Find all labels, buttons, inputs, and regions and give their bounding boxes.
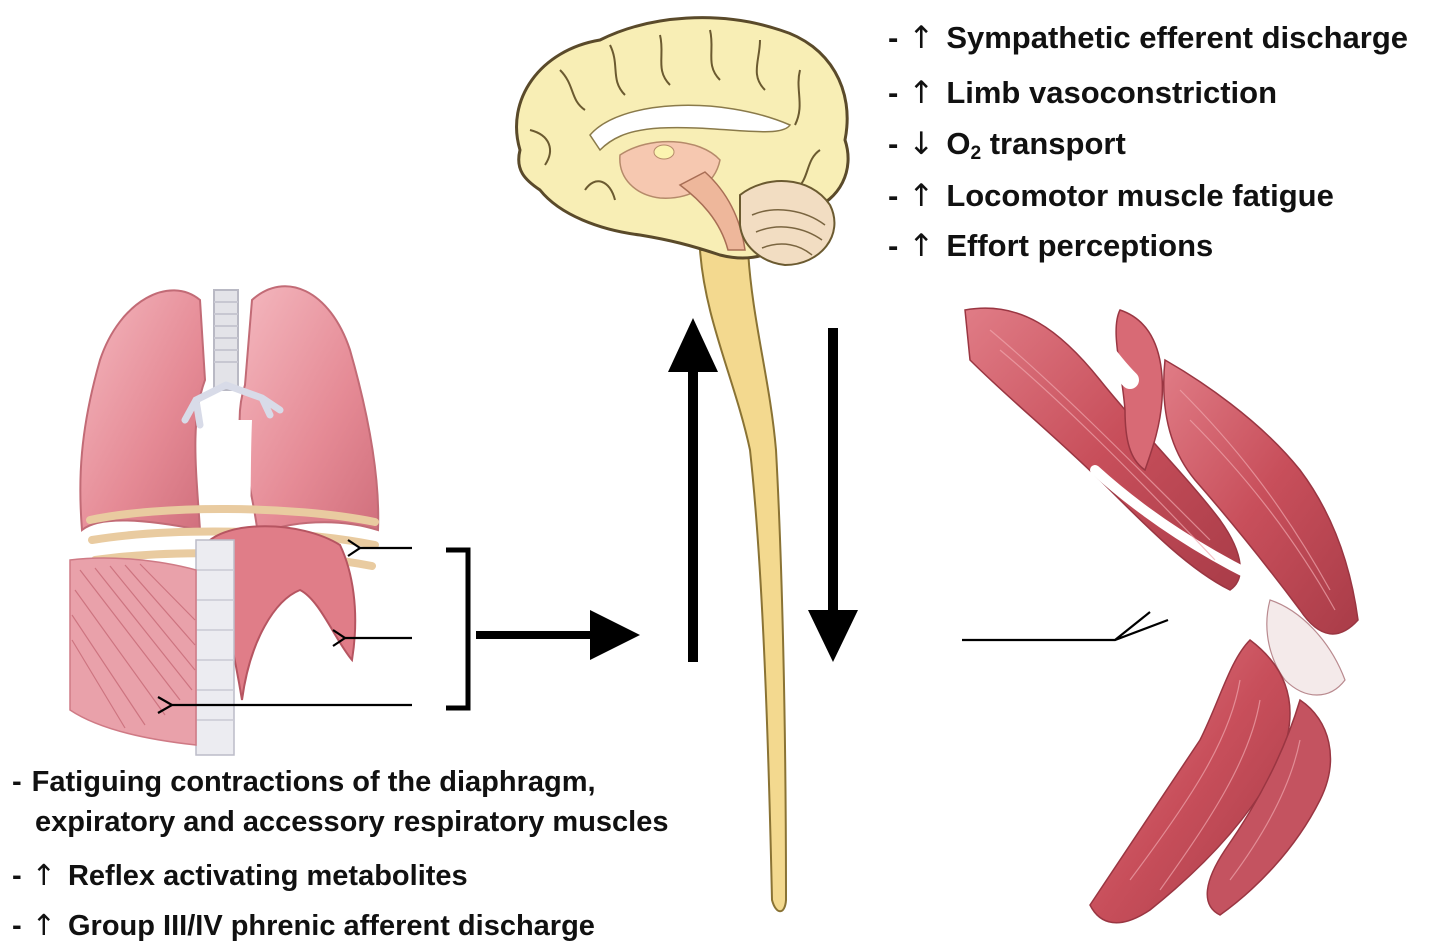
cause-reflex-metabolites: -↑ Reflex activating metabolites	[12, 858, 468, 893]
cause-text-line1: Fatiguing contractions of the diaphragm,	[32, 766, 596, 798]
bullet-dash: -	[12, 860, 22, 892]
up-arrow-icon: ↑	[908, 178, 934, 214]
effect-text: Limb vasoconstriction	[946, 75, 1277, 110]
spinal-cord	[700, 250, 786, 911]
effect-sympathetic-discharge: -↑ Sympathetic efferent discharge	[888, 20, 1408, 56]
bullet-dash: -	[888, 126, 898, 161]
effect-o2-transport: -↓ O2 transport	[888, 126, 1126, 165]
bullet-dash: -	[888, 228, 898, 263]
cause-phrenic-afferent: -↑ Group III/IV phrenic afferent discharg…	[12, 908, 595, 943]
down-arrow-icon: ↓	[908, 126, 934, 162]
up-arrow-icon: ↑	[32, 858, 56, 892]
bullet-dash: -	[888, 75, 898, 110]
cause-fatiguing-contractions-line2: expiratory and accessory respiratory mus…	[35, 806, 669, 839]
effect-text: Effort perceptions	[946, 228, 1213, 263]
effect-text-subscript: 2	[970, 143, 981, 164]
cause-fatiguing-contractions: -Fatiguing contractions of the diaphragm…	[12, 766, 596, 799]
up-arrow-icon: ↑	[908, 75, 934, 111]
effect-effort-perceptions: -↑ Effort perceptions	[888, 228, 1213, 264]
effect-text-post: transport	[981, 126, 1126, 161]
effect-text: Sympathetic efferent discharge	[946, 20, 1408, 55]
up-arrow-icon: ↑	[32, 908, 56, 942]
right-lung	[240, 286, 379, 535]
bullet-dash: -	[12, 766, 22, 798]
effect-limb-vasoconstriction: -↑ Limb vasoconstriction	[888, 75, 1277, 111]
up-arrow-icon: ↑	[908, 20, 934, 56]
afferent-arrow	[476, 610, 640, 660]
spine	[196, 540, 234, 755]
cerebellum	[740, 181, 834, 265]
efferent-nerve	[962, 612, 1168, 640]
cause-text-line2: expiratory and accessory respiratory mus…	[35, 806, 669, 838]
effect-text-pre: O	[946, 126, 970, 161]
effect-locomotor-fatigue: -↑ Locomotor muscle fatigue	[888, 178, 1334, 214]
abdominal-muscle	[70, 558, 196, 745]
effect-text: Locomotor muscle fatigue	[946, 178, 1334, 213]
left-lung	[80, 290, 205, 530]
up-arrow-icon: ↑	[908, 228, 934, 264]
lungs-illustration	[70, 286, 378, 755]
trachea	[214, 290, 238, 390]
cause-text: Reflex activating metabolites	[68, 860, 468, 892]
bullet-dash: -	[12, 910, 22, 942]
ascending-arrow	[668, 318, 718, 662]
leg-muscle-illustration	[962, 300, 1358, 923]
bullet-dash: -	[888, 178, 898, 213]
afferent-bracket	[446, 550, 468, 708]
bullet-dash: -	[888, 20, 898, 55]
cause-text: Group III/IV phrenic afferent discharge	[68, 910, 595, 942]
descending-arrow	[808, 328, 858, 662]
